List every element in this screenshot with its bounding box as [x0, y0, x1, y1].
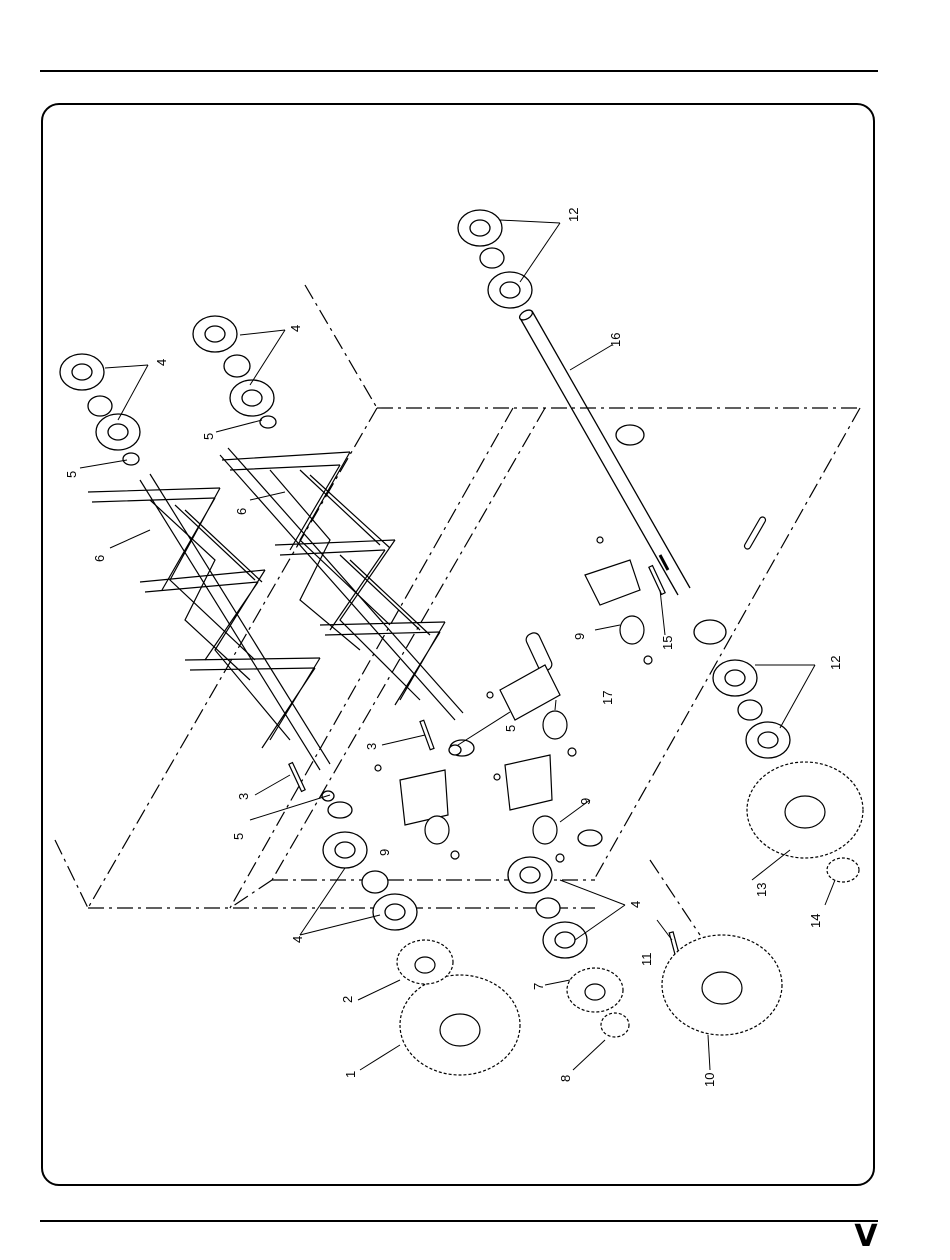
callout-5c: 5	[201, 433, 216, 440]
callout-15: 15	[660, 636, 675, 650]
callout-3: 3	[236, 793, 251, 800]
callout-9c: 9	[377, 849, 392, 856]
callout-5b: 5	[503, 725, 518, 732]
callout-3b: 3	[364, 743, 379, 750]
callout-9: 9	[572, 633, 587, 640]
callout-4d: 4	[154, 359, 169, 366]
callout-11: 11	[639, 953, 654, 967]
callout-16: 16	[608, 333, 623, 347]
callout-10: 10	[702, 1073, 717, 1087]
callout-8: 8	[558, 1075, 573, 1082]
housing-outline	[55, 285, 860, 935]
bearing-flanges	[60, 210, 790, 958]
callout-5d: 5	[64, 471, 79, 478]
callout-4b: 4	[628, 901, 643, 908]
callout-12b: 12	[828, 656, 843, 670]
callout-12: 12	[566, 208, 581, 222]
page-mark: V	[851, 1222, 881, 1252]
callout-4: 4	[290, 936, 305, 943]
callout-6: 6	[234, 508, 249, 515]
callout-4c: 4	[288, 325, 303, 332]
shaft-16	[518, 308, 690, 595]
callout-9b: 9	[578, 798, 593, 805]
callout-5: 5	[231, 833, 246, 840]
callout-6b: 6	[92, 555, 107, 562]
callout-2: 2	[340, 996, 355, 1003]
footer-rule	[40, 1220, 878, 1222]
callout-17: 17	[600, 691, 615, 705]
callout-7: 7	[531, 983, 546, 990]
agitator-rotor-lower	[88, 474, 330, 770]
callout-14: 14	[808, 914, 823, 928]
callout-13: 13	[754, 883, 769, 897]
sprockets	[397, 762, 863, 1075]
callout-1: 1	[343, 1071, 358, 1078]
